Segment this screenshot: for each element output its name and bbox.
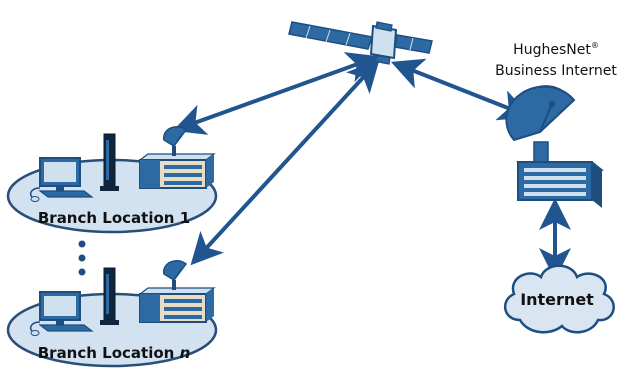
branch-site-1 bbox=[6, 125, 218, 234]
internet-cloud-icon bbox=[504, 264, 615, 334]
branch-n-label: Branch Location n bbox=[38, 344, 191, 362]
link-satellite-branch-1 bbox=[172, 52, 380, 135]
branch-n-modem-icon bbox=[100, 267, 119, 325]
hub-satellite-dish-icon bbox=[505, 85, 576, 165]
branch-site-n bbox=[6, 259, 218, 368]
branch-1-satellite-dish-icon bbox=[162, 125, 188, 156]
branch-n-computer-icon bbox=[29, 291, 94, 336]
link-satellite-hub bbox=[390, 58, 532, 121]
link-satellite-branch-n bbox=[190, 59, 380, 266]
more-branches-ellipsis bbox=[78, 240, 86, 276]
hub-server-icon bbox=[515, 161, 605, 208]
satellite-links bbox=[172, 52, 571, 280]
branch-1-label: Branch Location 1 bbox=[38, 209, 190, 227]
branch-1-building-icon bbox=[138, 153, 216, 189]
branch-1-computer-icon bbox=[29, 157, 94, 202]
hughesnet-service-label: Business Internet bbox=[495, 63, 617, 79]
satellite-icon bbox=[288, 21, 433, 65]
internet-label: Internet bbox=[520, 290, 594, 309]
branch-n-building-icon bbox=[138, 287, 216, 323]
hughesnet-brand-label: HughesNet® bbox=[513, 41, 599, 58]
branch-1-modem-icon bbox=[100, 133, 119, 191]
branch-n-satellite-dish-icon bbox=[162, 259, 188, 290]
